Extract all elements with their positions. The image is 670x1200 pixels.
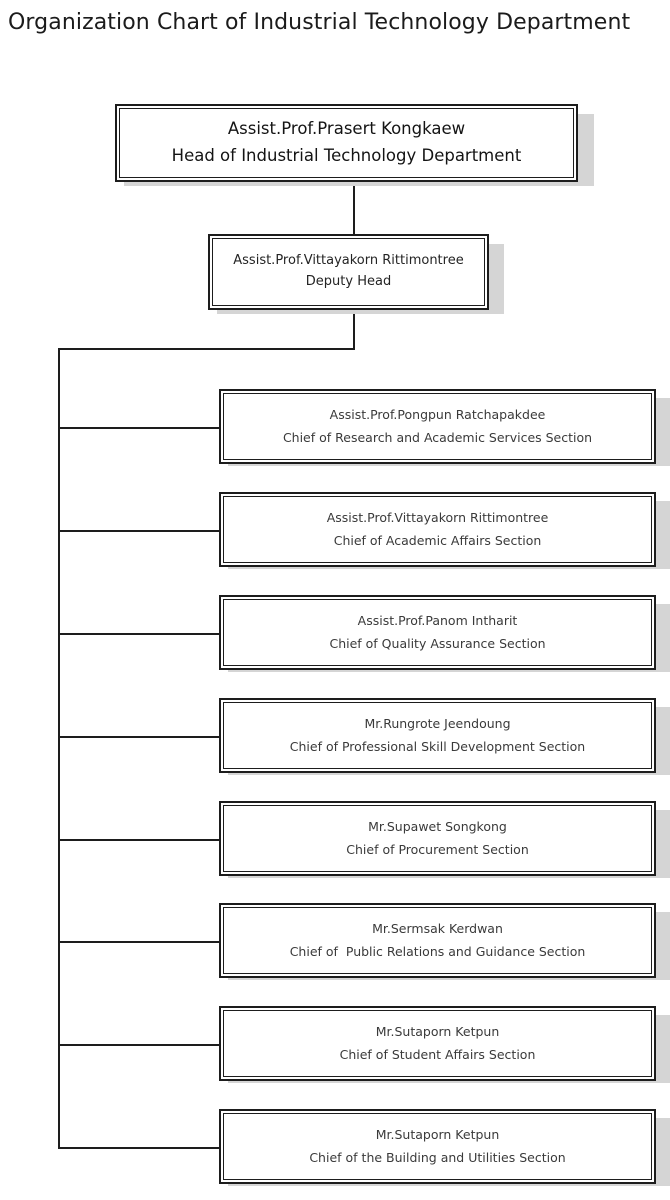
connector-branch-1 xyxy=(58,427,220,429)
section-name: Assist.Prof.Panom Intharit xyxy=(357,613,518,629)
section-role: Chief of Public Relations and Guidance S… xyxy=(289,943,586,959)
connector-branch-8 xyxy=(58,1147,220,1149)
section-name: Assist.Prof.Pongpun Ratchapakdee xyxy=(329,407,546,423)
section-role: Chief of Procurement Section xyxy=(346,841,529,857)
deputy-name: Assist.Prof.Vittayakorn Rittimontree xyxy=(233,253,464,269)
node-section-7[interactable]: Mr.Sutaporn Ketpun Chief of Student Affa… xyxy=(219,1006,656,1081)
node-section-2[interactable]: Assist.Prof.Vittayakorn Rittimontree Chi… xyxy=(219,492,656,567)
connector-branch-2 xyxy=(58,530,220,532)
connector-trunk-top-horizontal xyxy=(58,348,355,350)
node-section-8[interactable]: Mr.Sutaporn Ketpun Chief of the Building… xyxy=(219,1109,656,1184)
node-section-5[interactable]: Mr.Supawet Songkong Chief of Procurement… xyxy=(219,801,656,876)
section-name: Mr.Sutaporn Ketpun xyxy=(375,1024,500,1040)
section-role: Chief of Quality Assurance Section xyxy=(329,635,546,651)
head-name: Assist.Prof.Prasert Kongkaew xyxy=(227,119,466,139)
connector-deputy-down xyxy=(353,310,355,350)
section-name: Mr.Sermsak Kerdwan xyxy=(372,921,503,937)
node-head[interactable]: Assist.Prof.Prasert Kongkaew Head of Ind… xyxy=(115,104,578,182)
head-role: Head of Industrial Technology Department xyxy=(171,146,522,165)
connector-branch-6 xyxy=(58,941,220,943)
section-role: Chief of Student Affairs Section xyxy=(339,1046,536,1062)
section-role: Chief of Research and Academic Services … xyxy=(282,429,593,445)
connector-branch-4 xyxy=(58,736,220,738)
section-name: Mr.Supawet Songkong xyxy=(368,819,507,835)
connector-branch-5 xyxy=(58,839,220,841)
section-name: Mr.Sutaporn Ketpun xyxy=(375,1127,500,1143)
section-role: Chief of Academic Affairs Section xyxy=(333,532,542,548)
connector-trunk-vertical xyxy=(58,348,60,1148)
section-name: Mr.Rungrote Jeendoung xyxy=(364,716,511,732)
connector-branch-3 xyxy=(58,633,220,635)
node-section-1[interactable]: Assist.Prof.Pongpun Ratchapakdee Chief o… xyxy=(219,389,656,464)
connector-branch-7 xyxy=(58,1044,220,1046)
section-name: Assist.Prof.Vittayakorn Rittimontree xyxy=(326,510,549,526)
node-section-6[interactable]: Mr.Sermsak Kerdwan Chief of Public Relat… xyxy=(219,903,656,978)
deputy-role: Deputy Head xyxy=(305,274,392,289)
node-section-3[interactable]: Assist.Prof.Panom Intharit Chief of Qual… xyxy=(219,595,656,670)
connector-head-to-deputy xyxy=(353,182,355,236)
section-role: Chief of Professional Skill Development … xyxy=(289,738,586,754)
section-role: Chief of the Building and Utilities Sect… xyxy=(309,1149,566,1165)
page-title: Organization Chart of Industrial Technol… xyxy=(8,10,631,35)
node-deputy[interactable]: Assist.Prof.Vittayakorn Rittimontree Dep… xyxy=(208,234,489,310)
node-section-4[interactable]: Mr.Rungrote Jeendoung Chief of Professio… xyxy=(219,698,656,773)
